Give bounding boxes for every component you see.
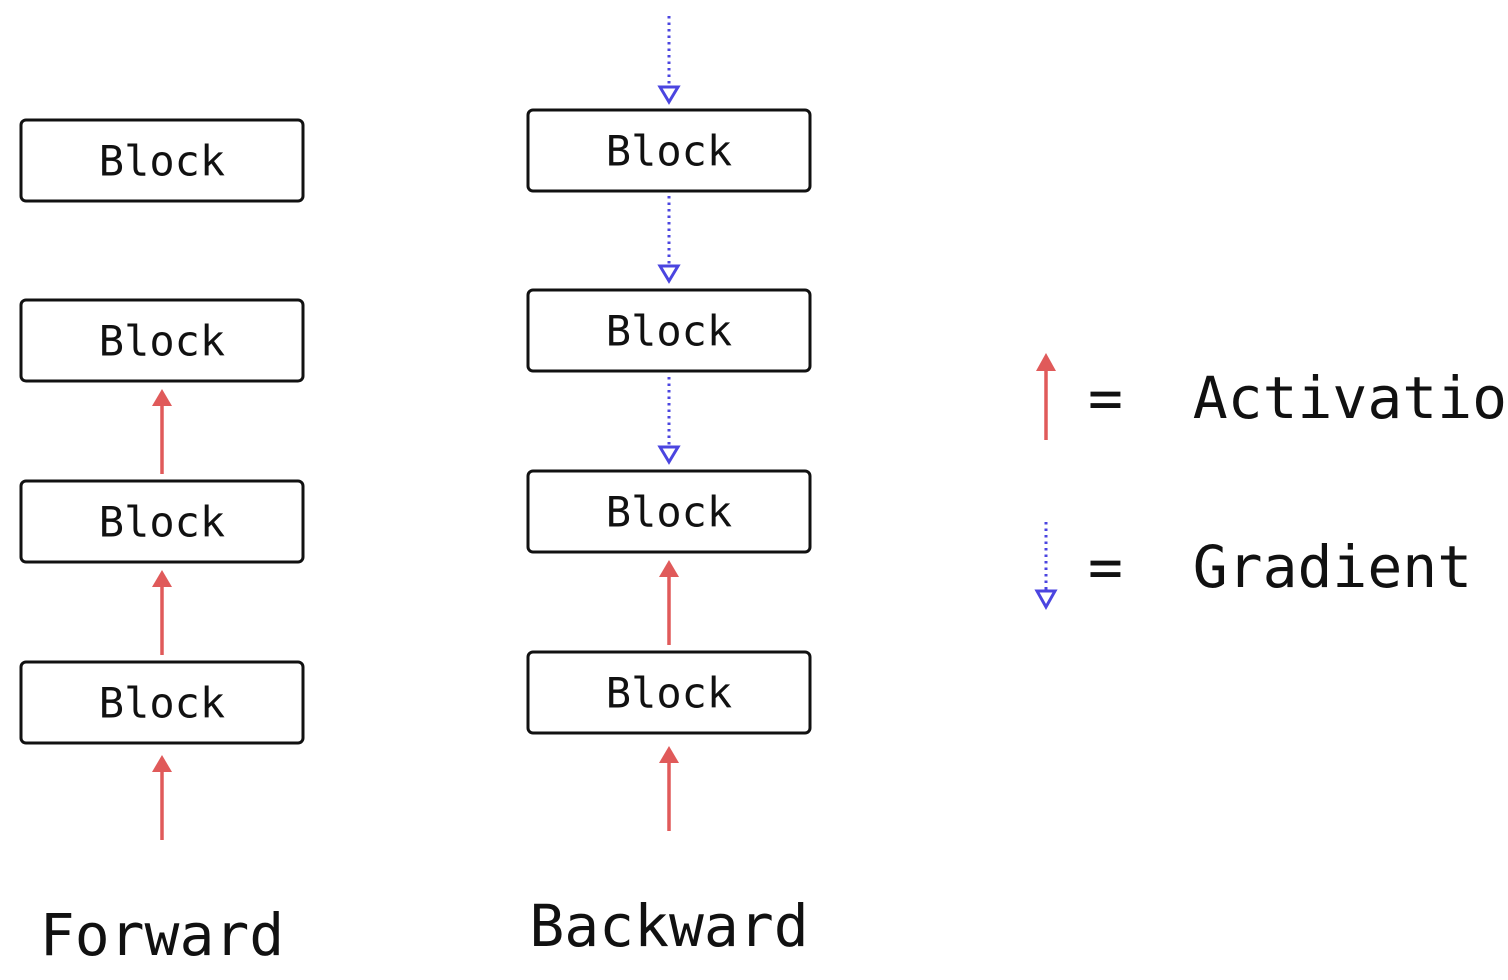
forward-block-1-label: Block <box>99 137 225 186</box>
backward-block-3: Block <box>526 469 812 554</box>
backward-gradient-arrow-2 <box>657 196 681 284</box>
activation-legend-arrow-icon <box>1036 353 1056 440</box>
backward-title: Backward <box>529 892 808 960</box>
forward-block-1: Block <box>19 118 305 203</box>
backward-block-1-label: Block <box>606 127 732 176</box>
backward-block-4: Block <box>526 650 812 735</box>
backward-column: Block Block Block Block <box>526 16 812 960</box>
forward-block-3-label: Block <box>99 498 225 547</box>
forward-block-4-label: Block <box>99 679 225 728</box>
forward-activation-arrow-1 <box>152 389 172 474</box>
forward-title: Forward <box>40 901 284 969</box>
backward-block-2: Block <box>526 288 812 373</box>
backward-gradient-arrow-1 <box>657 16 681 105</box>
backward-gradient-arrow-3 <box>657 377 681 465</box>
forward-block-3: Block <box>19 479 305 564</box>
forward-column: Block Block Block Block Forward <box>19 118 305 969</box>
forward-block-2: Block <box>19 298 305 383</box>
forward-block-4: Block <box>19 660 305 745</box>
backward-block-1: Block <box>526 108 812 193</box>
backward-activation-arrow-1 <box>659 560 679 645</box>
backward-block-4-label: Block <box>606 669 732 718</box>
activation-legend-label: = Activation <box>1088 364 1508 432</box>
forward-block-2-label: Block <box>99 317 225 366</box>
gradient-legend-label: = Gradient <box>1088 533 1472 601</box>
forward-activation-arrow-2 <box>152 570 172 655</box>
backward-block-2-label: Block <box>606 307 732 356</box>
forward-activation-arrow-3 <box>152 755 172 840</box>
legend: = Activation = Gradient <box>1034 353 1508 611</box>
backward-activation-arrow-2 <box>659 746 679 831</box>
gradient-legend-arrow-icon <box>1034 522 1058 611</box>
backward-block-3-label: Block <box>606 488 732 537</box>
